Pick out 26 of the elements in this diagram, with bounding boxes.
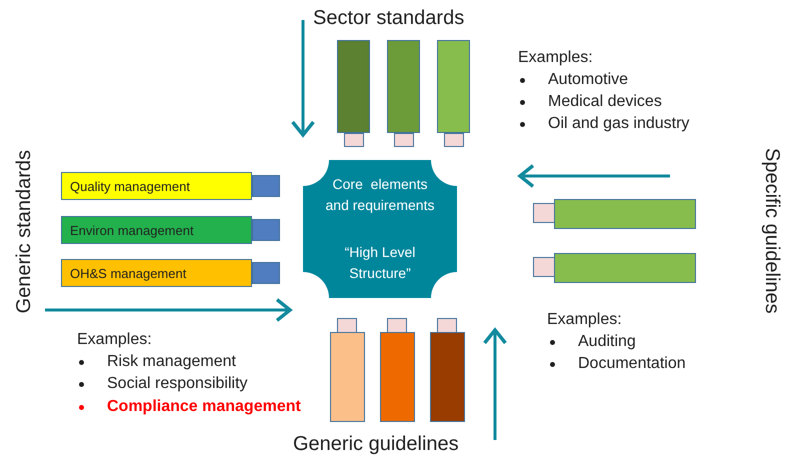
bullet-item-text: Medical devices — [548, 92, 662, 112]
core-block — [303, 160, 457, 298]
plug-bar — [533, 253, 696, 283]
plug-bar — [330, 318, 365, 422]
plug-bar — [380, 318, 415, 422]
category-title: Sector standards — [313, 6, 464, 30]
plug-bar — [533, 199, 696, 229]
category-title: Generic standards — [12, 150, 36, 314]
plug-bar — [337, 40, 370, 147]
core-text: Core elements and requirements — [325, 175, 435, 215]
category-title: Specific guidelines — [760, 148, 784, 314]
bullet-item-text: Documentation — [578, 354, 686, 374]
plug-bar — [437, 40, 470, 147]
category-title: Generic guidelines — [293, 432, 459, 456]
example-text: Examples: — [547, 310, 622, 330]
bullet-item-text: Automotive — [548, 70, 628, 90]
bullet-item-text: Risk management — [107, 352, 236, 372]
example-text: Examples: — [518, 48, 593, 68]
core-text: “High Level Structure” — [344, 243, 416, 283]
bullet-item-text: Social responsibility — [107, 374, 248, 394]
plug-bar — [430, 318, 465, 422]
bullet-item-text: Oil and gas industry — [548, 114, 690, 134]
bullet-item-text: Compliance management — [107, 397, 301, 417]
plug-bar — [387, 40, 420, 147]
bullet-item-text: Auditing — [578, 332, 636, 352]
example-text: Examples: — [77, 330, 152, 350]
